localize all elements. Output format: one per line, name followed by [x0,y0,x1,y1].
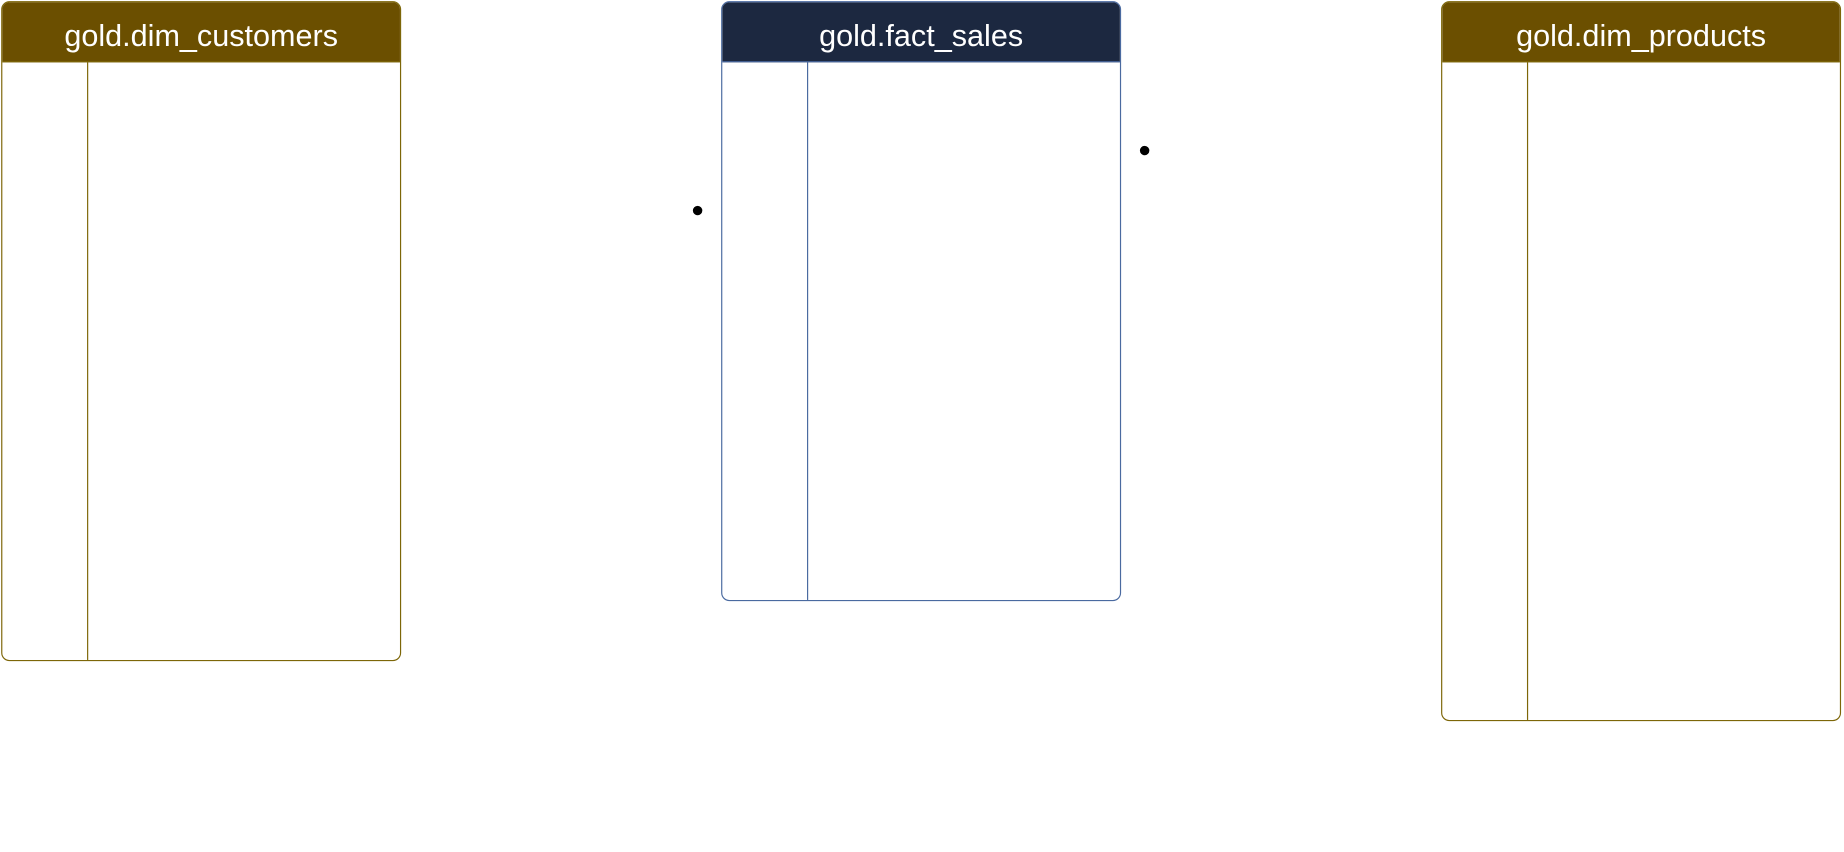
key-column-dim-customers [2,62,89,660]
table-fact-sales[interactable]: gold.fact_sales [721,1,1122,602]
key-column-dim-products [1442,62,1529,720]
table-dim-products[interactable]: gold.dim_products [1441,1,1842,722]
key-column-fact-sales [722,62,809,600]
table-title-dim-products: gold.dim_products [1442,2,1840,63]
table-body-fact-sales [722,62,1120,600]
table-dim-customers[interactable]: gold.dim_customers [1,1,402,662]
table-body-dim-products [1442,62,1840,720]
table-title-fact-sales: gold.fact_sales [722,2,1120,63]
relationship-endpoint-sales-products[interactable] [1139,145,1150,156]
relationship-endpoint-customers-sales[interactable] [692,205,703,216]
table-title-dim-customers: gold.dim_customers [2,2,400,63]
table-body-dim-customers [2,62,400,660]
